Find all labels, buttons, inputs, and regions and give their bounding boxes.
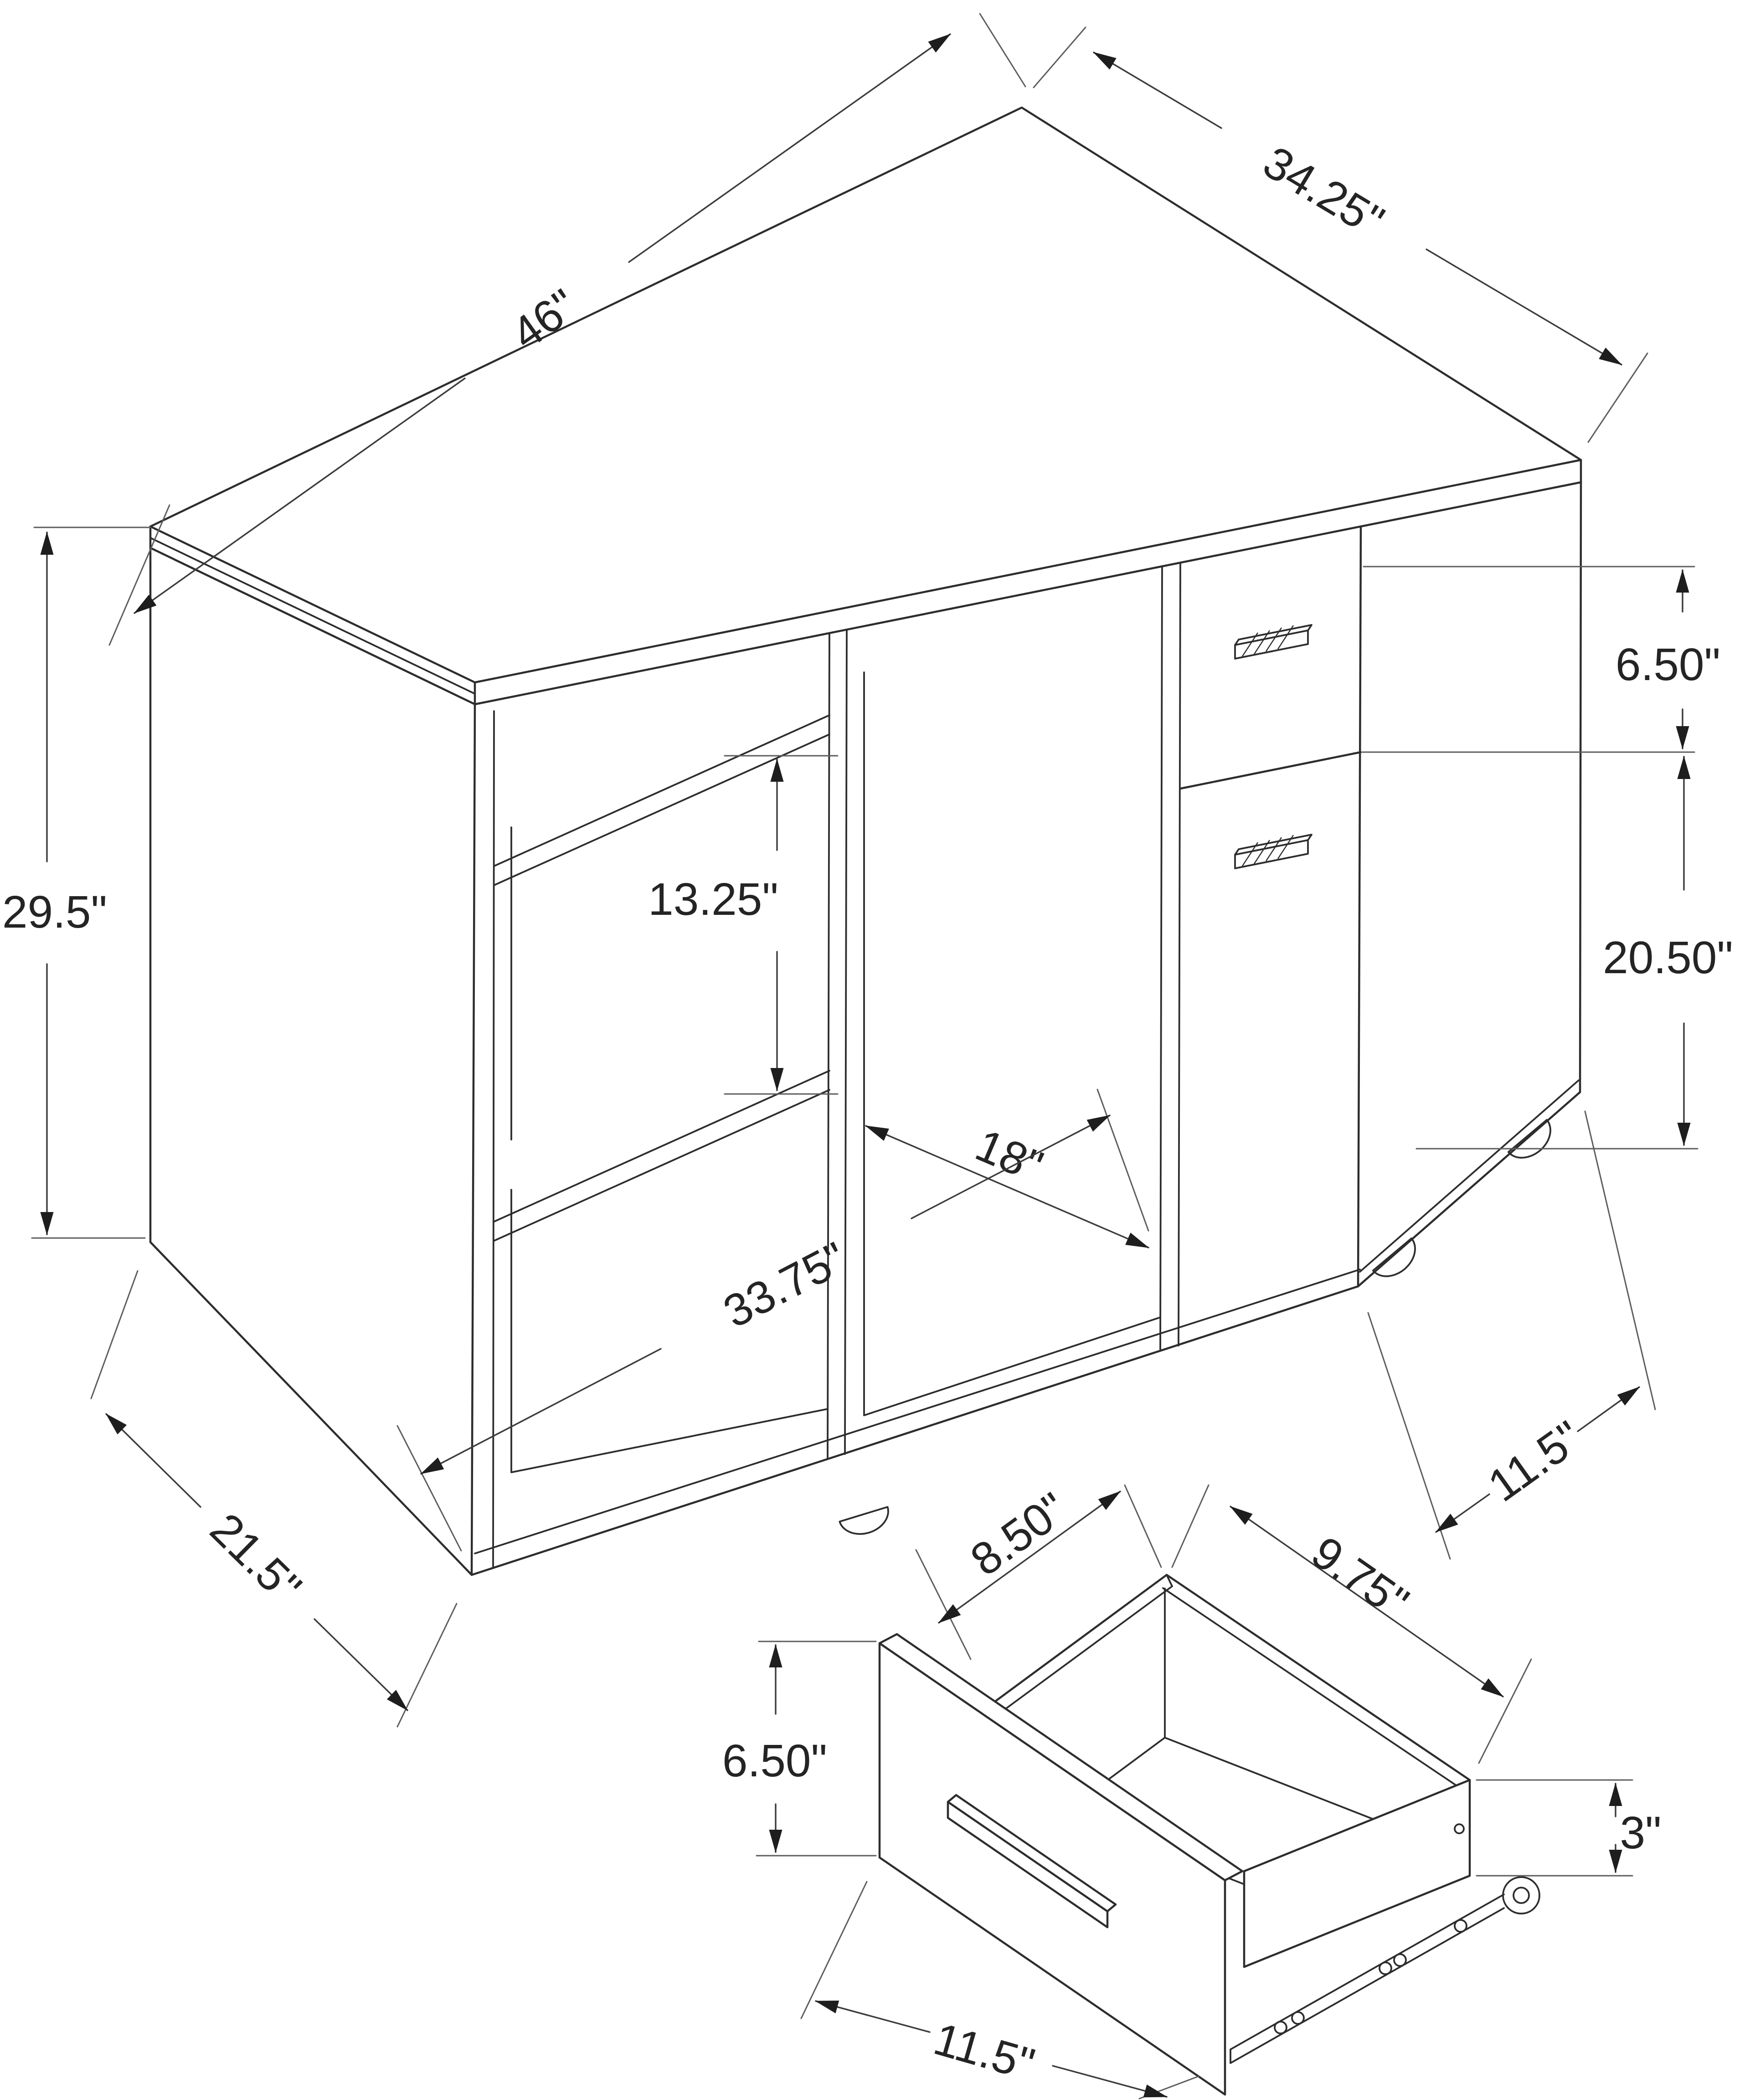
drawer-structure: [878, 1574, 1540, 2096]
upper-shelf: [493, 714, 830, 886]
drawer-slide-rail: [1230, 1876, 1540, 2064]
shelf-unit-foot: [839, 1506, 889, 1535]
dimension-cabinet-depth-label: 11.5": [1479, 1411, 1591, 1512]
shelf-unit-back-lines: [510, 826, 829, 1473]
dimension-shelf-opening-height-label: 13.25": [648, 874, 778, 925]
cabinet-drawer-door-split: [1179, 751, 1362, 790]
dimension-desk-height: 29.5": [2, 526, 151, 1239]
dimension-compartment-depth: 18": [865, 1120, 1149, 1249]
dimension-top-depth-label: 34.25": [1255, 136, 1393, 247]
cabinet-corner-edges: [1357, 481, 1582, 1288]
dimension-drawer-front-height-label: 6.50": [722, 1735, 827, 1786]
desk-structure: [149, 106, 1582, 1576]
dimension-drawer-side-height-label: 3": [1620, 1807, 1661, 1858]
shelf-divider-right: [827, 629, 848, 1459]
middle-compartment-lines: [863, 671, 1161, 1416]
cabinet-door-handle: [1234, 834, 1312, 869]
shelf-divider-left: [492, 710, 495, 1569]
dimension-drawer-front-height-label: 6.50": [1616, 639, 1720, 690]
drawer-front-panel-top-band: [878, 1633, 1244, 1882]
dimension-drawer-side-height: 3": [1476, 1779, 1662, 1877]
cabinet-drawer-handle: [1234, 624, 1312, 660]
dimension-desk-height-label: 29.5": [2, 887, 107, 938]
dimension-shelf-opening-height: 13.25": [648, 755, 839, 1095]
dimension-drawer-inner-depth: 9.75": [1171, 1484, 1532, 1764]
dimension-door-height: 20.50": [1415, 756, 1733, 1150]
cabinet-foot-right: [1507, 1119, 1551, 1159]
dimension-side-panel-depth-label: 21.5": [201, 1503, 311, 1613]
dimension-bottom-front-width-label: 33.75": [715, 1232, 854, 1337]
drawer-wall-screw-hole: [1454, 1823, 1465, 1834]
dimension-drawer-inner-width: 8.50": [915, 1483, 1162, 1660]
drawer-box-interior: [1062, 1588, 1462, 1925]
desk-left-side-panel: [149, 547, 476, 1576]
drawer-right-wall: [1243, 1779, 1471, 1968]
cabinet-left-edge: [1159, 562, 1181, 1350]
dimension-drawer-front-height: 6.50": [722, 1641, 877, 1857]
dimension-cabinet-depth: 11.5": [1367, 1110, 1656, 1560]
dimension-drawer-front-height: 6.50": [1362, 566, 1720, 753]
dimension-compartment-depth-label: 18": [968, 1120, 1050, 1192]
dimension-drawer-inner-width-label: 8.50": [962, 1483, 1076, 1586]
desk-base-band: [474, 1079, 1580, 1554]
dimension-door-height-label: 20.50": [1603, 932, 1733, 983]
dimension-drawer-inner-depth-label: 9.75": [1302, 1527, 1418, 1629]
lower-shelf: [493, 1070, 830, 1242]
dimension-drawer-front-width-label: 11.5": [928, 2013, 1040, 2090]
cabinet-foot-front: [1372, 1237, 1416, 1277]
drawer-handle: [947, 1794, 1117, 1929]
